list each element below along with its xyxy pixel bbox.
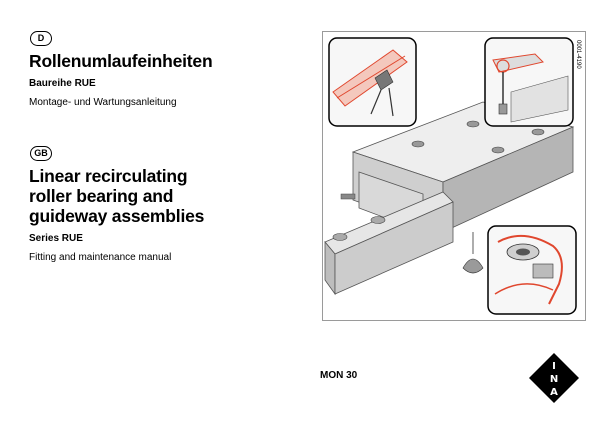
title-line-3-gb: guideway assemblies (29, 206, 205, 226)
logo-letter-a: A (550, 387, 558, 398)
title-line-1-gb: Linear recirculating (29, 166, 188, 186)
ina-logo-icon: I N A (529, 353, 579, 403)
bolt-3 (491, 146, 505, 154)
language-badge-de: D (30, 31, 52, 46)
grease-nipple (340, 193, 356, 200)
series-gb: Series RUE (29, 233, 83, 244)
logo-letter-i: I (552, 361, 556, 372)
rail-bolt-1 (370, 216, 386, 224)
document-number: MON 30 (320, 370, 358, 381)
manual-type-gb: Fitting and maintenance manual (29, 252, 172, 263)
title-line-2-gb: roller bearing and (29, 186, 174, 206)
language-badge-gb: GB (30, 146, 52, 161)
logo-letter-n: N (550, 374, 558, 385)
bolt-4 (531, 128, 545, 136)
bolt-2 (466, 120, 480, 128)
title-de: Rollenumlaufeinheiten (29, 51, 213, 71)
linear-guide-drawing (324, 37, 577, 315)
plumb-weight (462, 258, 484, 274)
figure-code: 0001-4190 (575, 40, 581, 69)
rail-side (334, 201, 454, 295)
rail-bolt-2 (332, 233, 348, 241)
product-illustration: 0001-4190 (322, 31, 586, 321)
series-de: Baureihe RUE (29, 78, 96, 89)
bolt-1 (411, 140, 425, 148)
manual-type-de: Montage- und Wartungsanleitung (29, 97, 177, 108)
